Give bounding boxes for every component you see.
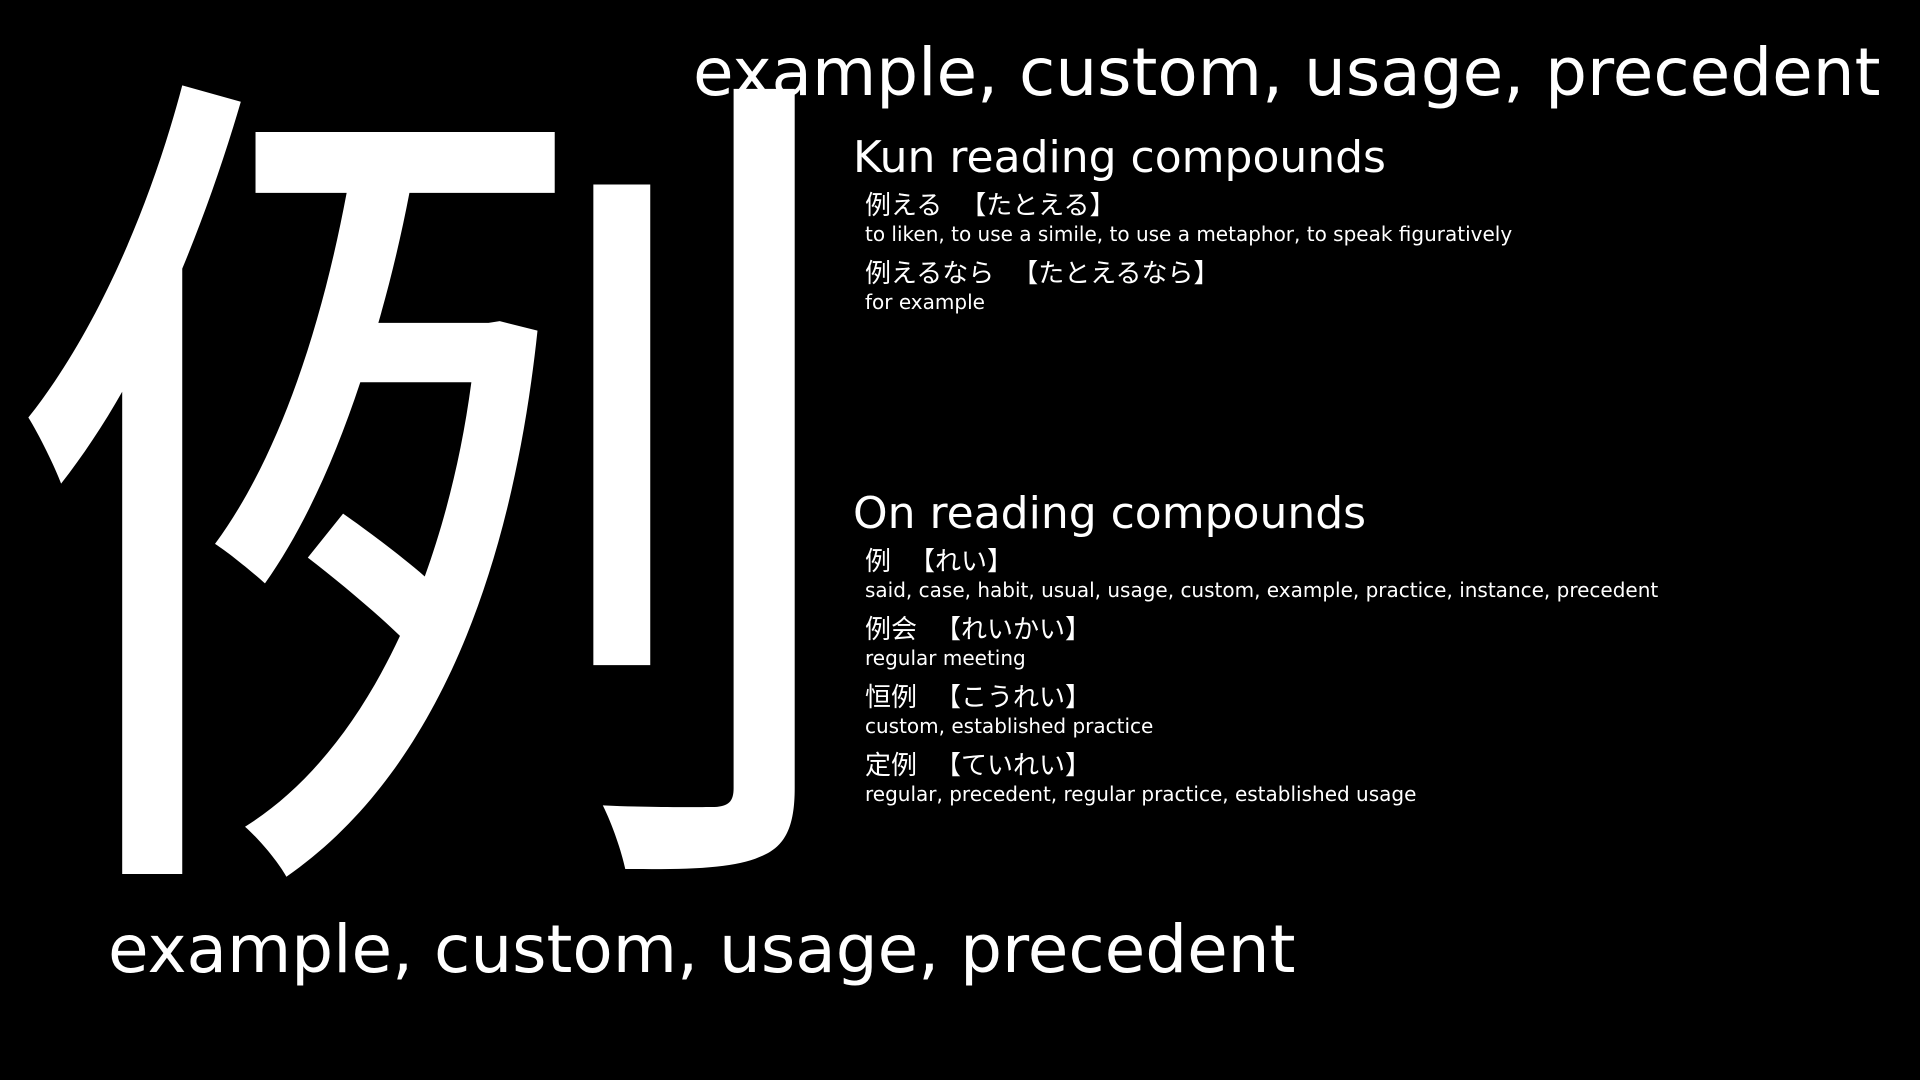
on-entry-meaning: regular, precedent, regular practice, es… <box>865 782 1417 806</box>
on-entry-meaning: custom, established practice <box>865 714 1154 738</box>
on-entry-meaning: said, case, habit, usual, usage, custom,… <box>865 578 1659 602</box>
kun-entry-word: 例えるなら <box>865 259 995 289</box>
kun-entry-reading: 【たとえるなら】 <box>1012 259 1220 289</box>
on-entry: 例会【れいかい】 regular meeting <box>865 614 1883 670</box>
on-entry-word: 例会 <box>865 615 918 645</box>
kun-section-heading: Kun reading compounds <box>853 132 1386 183</box>
kanji-character: 例 <box>0 9 860 1010</box>
on-entry-word: 恒例 <box>865 683 918 713</box>
on-entry: 例【れい】 said, case, habit, usual, usage, c… <box>865 546 1883 602</box>
on-entry-reading: 【れいかい】 <box>935 615 1092 645</box>
on-entry-meaning: regular meeting <box>865 646 1026 670</box>
on-reading-section: On reading compounds 例【れい】 said, case, h… <box>853 484 1883 818</box>
on-entry-word: 例 <box>865 547 892 577</box>
on-entry-word: 定例 <box>865 751 918 781</box>
on-entry: 恒例【こうれい】 custom, established practice <box>865 682 1883 738</box>
kun-entry-reading: 【たとえる】 <box>960 191 1116 221</box>
on-entry-reading: 【ていれい】 <box>935 751 1092 781</box>
on-entry-reading: 【こうれい】 <box>935 683 1092 713</box>
kun-reading-section: Kun reading compounds 例える【たとえる】 to liken… <box>853 128 1883 326</box>
kun-entry: 例えるなら【たとえるなら】 for example <box>865 258 1883 314</box>
kun-entry: 例える【たとえる】 to liken, to use a simile, to … <box>865 190 1883 246</box>
kun-entry-word: 例える <box>865 191 943 221</box>
kun-entry-meaning: for example <box>865 290 985 314</box>
on-entry: 定例【ていれい】 regular, precedent, regular pra… <box>865 750 1883 806</box>
on-entry-reading: 【れい】 <box>909 547 1014 577</box>
kun-entry-meaning: to liken, to use a simile, to use a meta… <box>865 222 1513 246</box>
meaning-bottom: example, custom, usage, precedent <box>108 911 1296 988</box>
meaning-top: example, custom, usage, precedent <box>693 34 1881 111</box>
on-section-heading: On reading compounds <box>853 488 1367 539</box>
